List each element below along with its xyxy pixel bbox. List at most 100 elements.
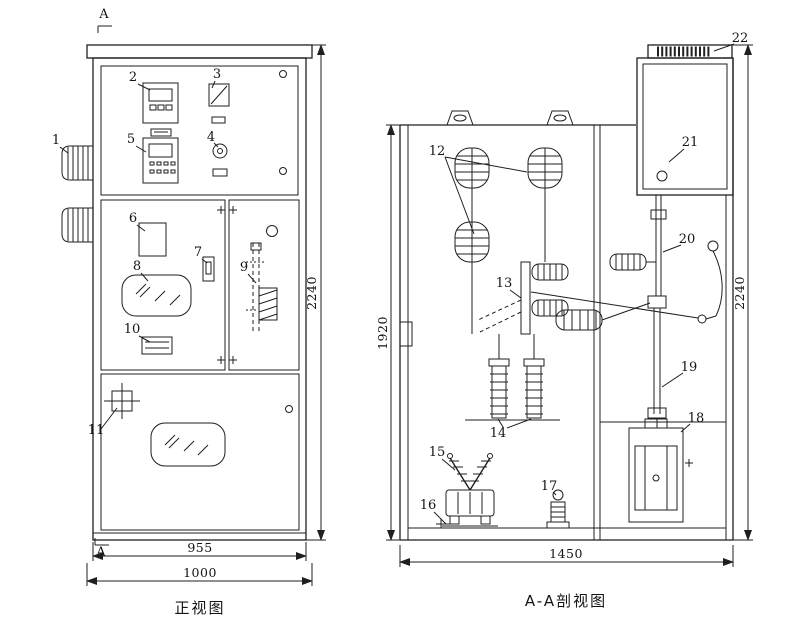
callout-21: 21 — [668, 135, 699, 163]
mechanism-box-18 — [628, 418, 693, 523]
svg-text:7: 7 — [194, 245, 202, 260]
svg-text:22: 22 — [732, 31, 749, 46]
callout-9: 9 — [240, 260, 257, 284]
inspection-window-8 — [121, 274, 192, 317]
indicator-lamp-3 — [208, 83, 230, 124]
callout-5: 5 — [127, 132, 147, 153]
meter-5 — [142, 137, 179, 184]
section-marker-top-label: A — [98, 7, 109, 22]
dim-955-label: 955 — [187, 540, 212, 555]
dimension-width-955: 955 — [92, 540, 307, 561]
earthing-linkage — [530, 240, 723, 324]
callout-22: 22 — [713, 31, 749, 52]
insulated-rod-19 — [647, 308, 667, 428]
dimension-width-1450: 1450 — [399, 545, 734, 567]
svg-text:10: 10 — [124, 322, 141, 337]
callout-6: 6 — [129, 211, 146, 232]
protection-relay-2 — [142, 82, 179, 137]
dim-2240-section-label: 2240 — [732, 276, 747, 310]
callout-1: 1 — [52, 133, 69, 154]
section-view-caption: A-A剖视图 — [525, 592, 607, 610]
callout-13: 13 — [496, 276, 522, 299]
callout-2: 2 — [129, 70, 151, 91]
base-bracket-16 — [436, 519, 450, 528]
door-handle-7 — [202, 256, 215, 282]
interlock-mechanism-9 — [246, 242, 278, 332]
svg-text:15: 15 — [429, 445, 446, 460]
indicator-window — [266, 225, 278, 237]
svg-text:21: 21 — [682, 135, 699, 150]
callout-11: 11 — [88, 407, 118, 438]
cable-bushing-1 — [61, 145, 94, 243]
dimension-height-front: 2240 — [304, 44, 326, 541]
svg-text:18: 18 — [688, 411, 705, 426]
control-button-4 — [212, 143, 228, 177]
screw-cross-icon — [217, 206, 225, 364]
screw-icon — [279, 167, 287, 175]
svg-text:16: 16 — [420, 498, 437, 513]
front-view-caption: 正视图 — [174, 599, 225, 617]
contact-assembly-13 — [477, 261, 651, 335]
svg-text:14: 14 — [490, 426, 507, 441]
svg-text:2: 2 — [129, 70, 137, 85]
support-insulator-17 — [546, 489, 570, 529]
callout-18: 18 — [680, 411, 705, 433]
callout-4: 4 — [207, 130, 219, 148]
svg-text:5: 5 — [127, 132, 135, 147]
svg-text:12: 12 — [429, 144, 446, 159]
callout-14: 14 — [490, 418, 532, 441]
section-marker-top: A — [97, 7, 112, 33]
callout-10: 10 — [124, 322, 151, 343]
svg-text:9: 9 — [240, 260, 248, 275]
svg-text:6: 6 — [129, 211, 137, 226]
instrument-panel — [100, 65, 299, 196]
dimension-width-1000: 1000 — [86, 563, 313, 586]
callout-7: 7 — [194, 245, 208, 264]
post-insulators-14 — [465, 334, 560, 421]
callout-12: 12 — [429, 144, 528, 235]
svg-text:8: 8 — [133, 259, 141, 274]
screw-icon — [279, 70, 287, 78]
dim-1450-label: 1450 — [549, 546, 583, 561]
screw-icon — [285, 405, 293, 413]
svg-text:3: 3 — [213, 67, 221, 82]
callout-19: 19 — [661, 360, 698, 388]
svg-text:11: 11 — [88, 423, 105, 438]
bottom-panel — [100, 373, 300, 531]
svg-text:17: 17 — [541, 479, 558, 494]
position-indicator-11 — [104, 383, 140, 419]
operating-rod-20 — [609, 195, 667, 309]
callout-16: 16 — [420, 498, 447, 525]
section-marker-bottom: A — [94, 538, 109, 560]
svg-text:13: 13 — [496, 276, 513, 291]
section-marker-bottom-label: A — [95, 545, 106, 560]
cable-gland — [656, 170, 668, 182]
dim-1000-label: 1000 — [183, 565, 217, 580]
callout-15: 15 — [429, 445, 456, 471]
current-transformer-15 — [442, 453, 498, 527]
left-door — [100, 199, 226, 371]
callout-3: 3 — [211, 67, 221, 89]
front-view: A A — [52, 7, 326, 617]
dim-1920-label: 1920 — [375, 316, 390, 350]
relay-box-21 — [636, 44, 734, 196]
svg-text:1: 1 — [52, 133, 60, 148]
wall-bushings-12 — [454, 147, 563, 334]
svg-text:19: 19 — [681, 360, 698, 375]
inspection-window-bottom — [150, 422, 226, 467]
nameplate-window-6 — [138, 222, 167, 257]
cabinet-outline — [86, 44, 313, 541]
callout-17: 17 — [541, 479, 558, 496]
section-view: 1920 2240 1450 A-A剖视图 12 13 14 — [375, 31, 753, 610]
dimension-height-1920: 1920 — [375, 124, 400, 541]
callout-8: 8 — [133, 259, 149, 282]
lifting-lug — [446, 110, 574, 126]
callout-20: 20 — [662, 232, 695, 253]
svg-text:4: 4 — [207, 130, 215, 145]
dim-2240-front-label: 2240 — [304, 276, 319, 310]
right-door — [228, 199, 300, 371]
screw-cross-icon — [229, 206, 237, 364]
dimension-height-2240-section: 2240 — [732, 44, 753, 541]
